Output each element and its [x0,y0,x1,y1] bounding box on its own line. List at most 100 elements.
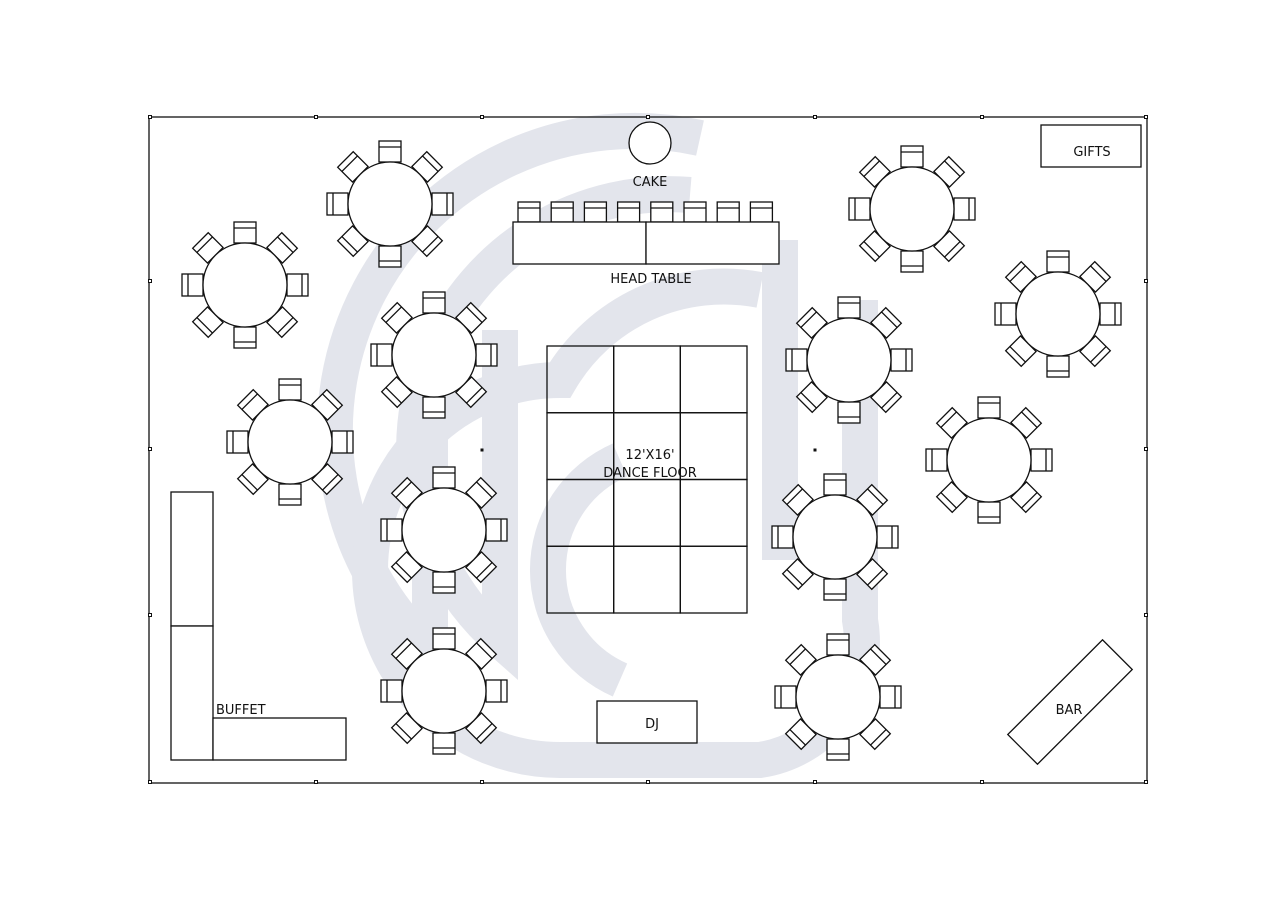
round-table-2[interactable] [181,221,309,349]
chair [879,685,902,709]
chair [432,571,456,594]
round-table-6[interactable] [380,627,508,755]
table-top [401,487,487,573]
chair [900,250,924,273]
dance-floor-panel [613,545,681,614]
chair [994,302,1017,326]
round-table-3[interactable] [370,291,498,419]
chair [226,430,249,454]
dance-floor-panel [613,345,681,414]
head-table-right[interactable] [645,221,780,265]
table-top [391,312,477,398]
chair [1046,250,1070,273]
chair [826,738,850,761]
table-top [795,654,881,740]
chair [583,201,608,223]
bar-counter[interactable] [1006,638,1134,766]
chair [785,348,808,372]
chair [823,473,847,496]
round-table-11[interactable] [771,473,899,601]
chair [550,201,574,223]
round-table-10[interactable] [925,396,1053,524]
chair [890,348,913,372]
table-top [1015,271,1101,357]
table-top [792,494,878,580]
chair [432,627,456,650]
buffet-table-lower[interactable] [170,625,214,761]
chair [378,140,402,163]
chair [683,201,707,223]
chair [774,685,797,709]
chair [876,525,899,549]
chair [716,201,740,223]
chair [233,326,257,349]
chair [848,197,871,221]
table-top [347,161,433,247]
bar-label: BAR [1056,703,1083,718]
dance-floor-label: DANCE FLOOR [603,466,697,481]
chair [900,145,924,168]
dance-floor-size: 12'X16' [625,448,674,463]
dance-floor-panel [679,478,748,547]
table-top [806,317,892,403]
round-table-5[interactable] [380,466,508,594]
head-table-left[interactable] [512,221,647,265]
dance-floor-panel [679,345,748,414]
chair [650,201,674,223]
chair [326,192,349,216]
buffet-table-upper[interactable] [170,491,214,627]
chair [485,518,508,542]
chair [233,221,257,244]
round-table-8[interactable] [994,250,1122,378]
chair [925,448,948,472]
head-table-label: HEAD TABLE [610,272,691,287]
gifts-label: GIFTS [1073,145,1110,160]
chair [278,378,302,401]
chair [422,291,446,314]
dance-floor[interactable] [546,345,748,614]
round-table-1[interactable] [326,140,454,268]
chair [823,578,847,601]
gifts-table[interactable] [1040,124,1142,168]
chair [977,396,1001,419]
round-table-4[interactable] [226,378,354,506]
tent-posts [148,115,1148,784]
round-table-9[interactable] [785,296,913,424]
table-top [869,166,955,252]
dj-label: DJ [645,717,659,732]
chair [380,679,403,703]
chair [837,401,861,424]
chair [370,343,393,367]
chair [616,201,641,223]
dj-booth[interactable] [596,700,698,744]
chair [475,343,498,367]
chair [749,201,774,223]
table-top [202,242,288,328]
chair [286,273,309,297]
chair [181,273,204,297]
round-table-12[interactable] [774,633,902,761]
chair [977,501,1001,524]
dance-floor-panel [613,478,681,547]
chair [191,231,224,264]
chair [517,201,541,223]
chair [378,245,402,268]
chair [380,518,403,542]
chair [837,296,861,319]
chair [1046,355,1070,378]
buffet-table-side[interactable] [212,717,347,761]
chair [1030,448,1053,472]
chair [432,732,456,755]
chair [432,466,456,489]
cake-label: CAKE [633,175,668,190]
dance-floor-panel [679,545,748,614]
chair [771,525,794,549]
chair [331,430,354,454]
chair [278,483,302,506]
cake-table[interactable] [628,121,672,165]
table-top [401,648,487,734]
table-top [247,399,333,485]
round-table-7[interactable] [848,145,976,273]
buffet-label: BUFFET [216,703,266,718]
chair [431,192,454,216]
